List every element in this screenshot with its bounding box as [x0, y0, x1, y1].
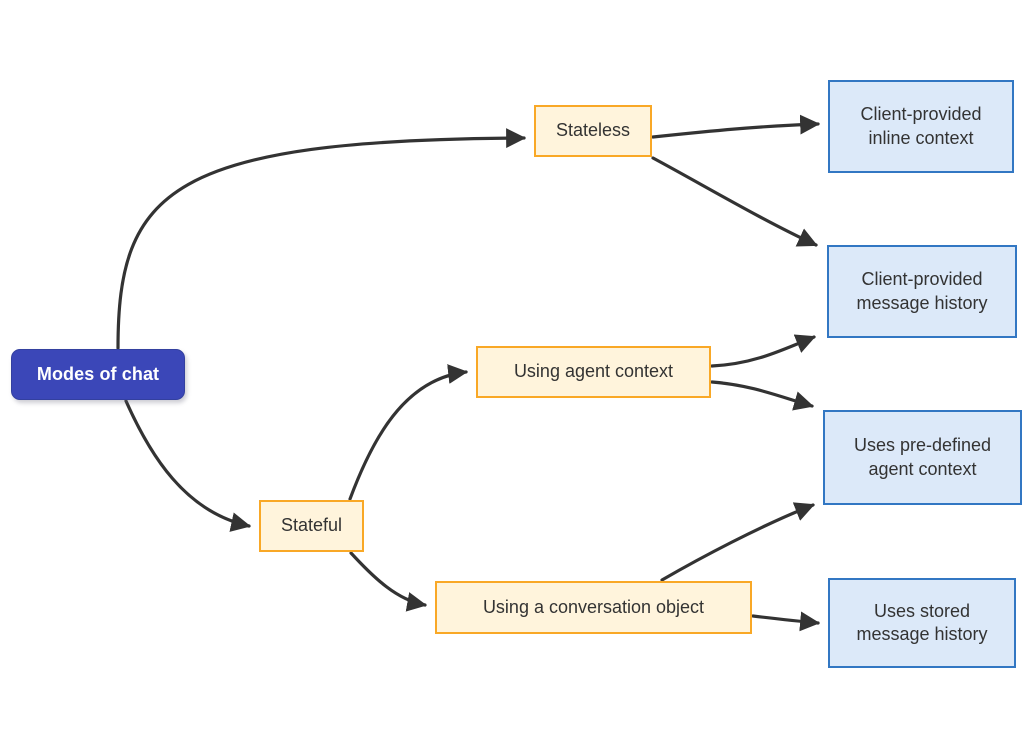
edge-stateless-history: [651, 156, 818, 247]
node-label: Uses pre-defined agent context: [853, 435, 992, 479]
edge-root-stateful: [124, 399, 251, 532]
edge-stateful-conversation: [349, 551, 427, 612]
edge-agent-context-history: [710, 334, 816, 368]
node-stateless[interactable]: Stateless: [534, 105, 652, 157]
node-stateful[interactable]: Stateful: [259, 500, 364, 552]
node-using-agent-context[interactable]: Using agent context: [476, 346, 711, 398]
edge-stateful-agent-context: [348, 364, 468, 501]
node-client-provided-message-history[interactable]: Client-provided message history: [827, 245, 1017, 338]
node-label: Uses stored message history: [856, 600, 988, 644]
edge-conversation-stored: [751, 611, 820, 632]
node-modes-of-chat[interactable]: Modes of chat: [11, 349, 185, 400]
node-label: Modes of chat: [36, 363, 160, 384]
node-uses-stored-message-history[interactable]: Uses stored message history: [828, 578, 1016, 668]
node-label: Client-provided message history: [856, 269, 988, 313]
node-label: Using a conversation object: [482, 596, 705, 617]
node-label: Client-provided inline context: [860, 104, 982, 148]
edge-stateless-inline: [651, 114, 820, 139]
edge-conversation-predefined: [660, 502, 815, 582]
node-label: Stateless: [555, 120, 631, 141]
edge-root-stateless: [116, 128, 526, 350]
node-client-provided-inline-context[interactable]: Client-provided inline context: [828, 80, 1014, 173]
node-label: Stateful: [280, 515, 343, 536]
node-uses-pre-defined-agent-context[interactable]: Uses pre-defined agent context: [823, 410, 1022, 505]
edge-agent-context-predefined: [710, 380, 814, 411]
node-label: Using agent context: [513, 361, 674, 382]
node-using-a-conversation-object[interactable]: Using a conversation object: [435, 581, 752, 634]
